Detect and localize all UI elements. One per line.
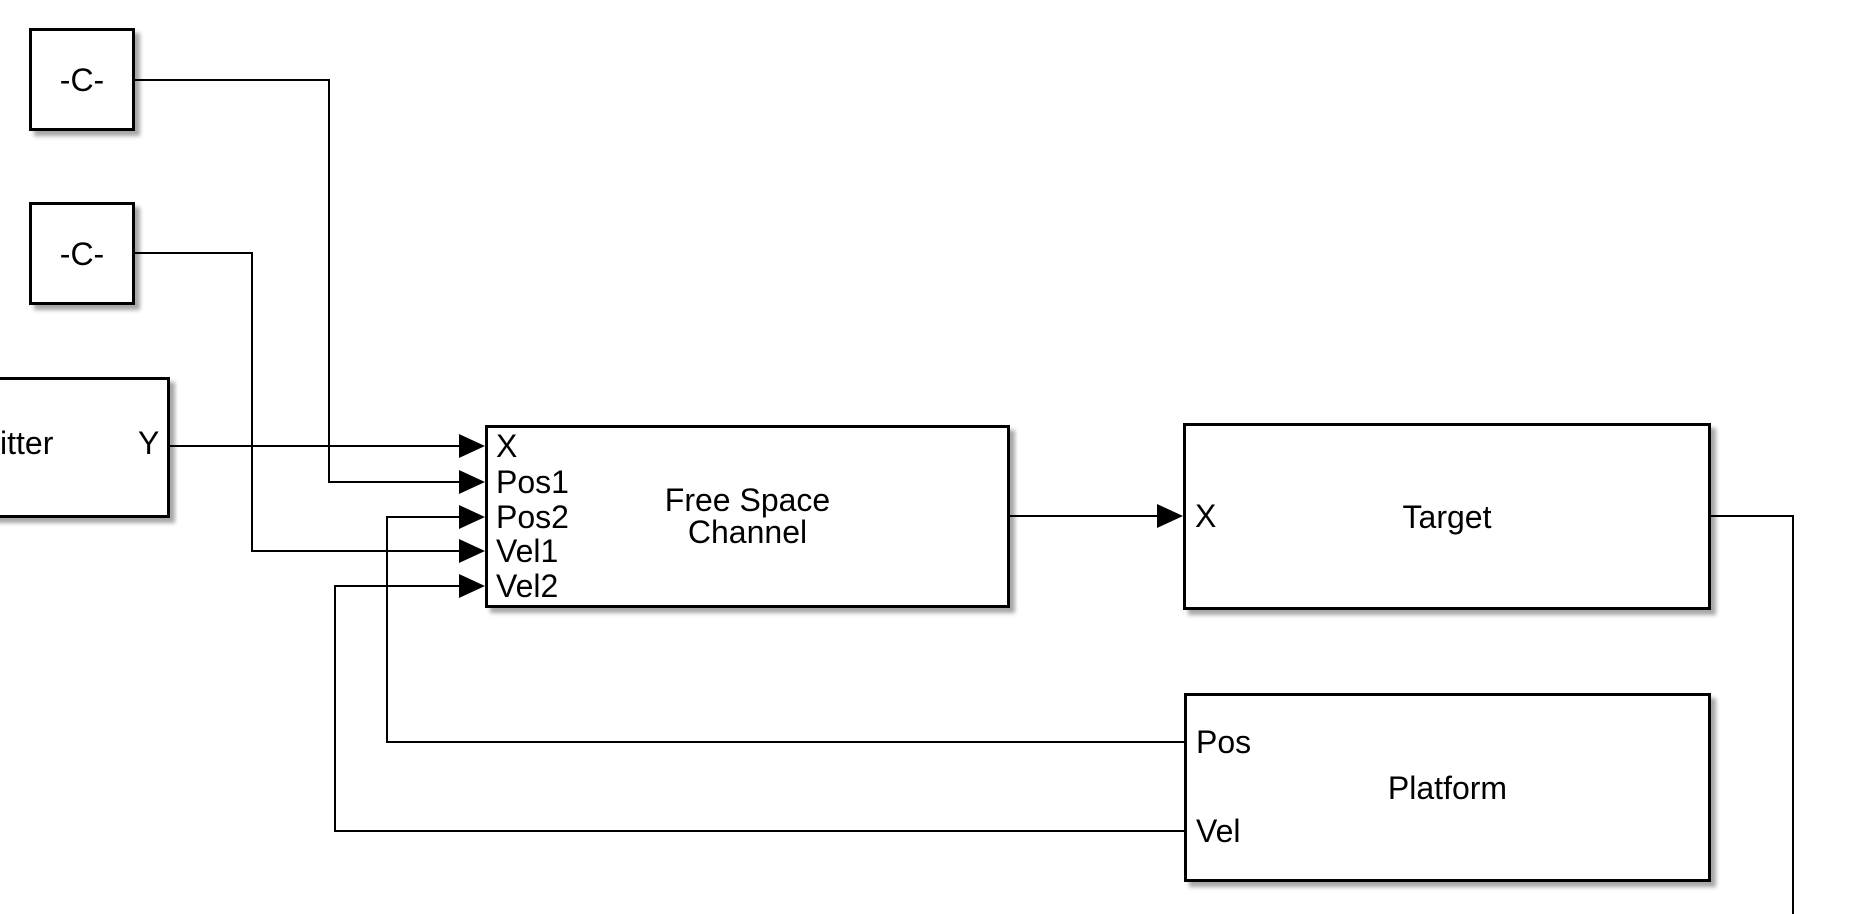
transmitter-port-y-label: Y (138, 425, 160, 461)
fsc-port-vel1-label: Vel1 (496, 533, 559, 569)
wire-constant2-vel1-seg-h1[interactable] (133, 252, 253, 254)
free-space-channel-name-line2: Channel (687, 514, 808, 550)
wire-channel-target-seg-h1[interactable] (1008, 515, 1158, 517)
wire-platform-pos-seg-h1[interactable] (386, 741, 1186, 743)
wire-platform-pos-seg-v1[interactable] (386, 516, 388, 743)
wire-constant1-pos1-seg-h1[interactable] (133, 79, 330, 81)
constant1-label: -C- (59, 61, 105, 98)
platform-block[interactable]: Pos Vel Platform (1184, 693, 1711, 882)
wire-constant1-pos1-seg-v1[interactable] (328, 79, 330, 483)
fsc-port-vel2-label: Vel2 (496, 568, 559, 604)
wire-target-out-seg-h1[interactable] (1709, 515, 1794, 517)
free-space-channel-name-line1: Free Space (664, 482, 831, 518)
free-space-channel-block[interactable]: X Pos1 Pos2 Vel1 Vel2 Free Space Channel (485, 425, 1010, 608)
wire-platform-vel-seg-h2[interactable] (334, 585, 460, 587)
wire-platform-pos-seg-h2[interactable] (386, 516, 460, 518)
wire-transmitter-x-seg-h1[interactable] (167, 445, 460, 447)
platform-port-vel-label: Vel (1196, 813, 1241, 849)
arrowhead-vel2-input (459, 574, 485, 598)
constant2-label: -C- (59, 235, 105, 272)
arrowhead-vel1-input (459, 539, 485, 563)
target-block-name: Target (1402, 498, 1492, 535)
fsc-port-pos2-label: Pos2 (496, 499, 569, 535)
constant1-block[interactable]: -C- (29, 28, 135, 131)
wire-constant1-pos1-seg-h2[interactable] (328, 481, 460, 483)
wire-platform-vel-seg-v1[interactable] (334, 585, 336, 832)
wire-target-out-seg-v1[interactable] (1792, 515, 1794, 914)
fsc-port-pos1-label: Pos1 (496, 464, 569, 500)
free-space-channel-name: Free Space Channel (488, 484, 1007, 548)
fsc-port-x-label: X (496, 428, 518, 464)
target-port-x-label: X (1195, 498, 1217, 534)
arrowhead-target-x-input (1157, 504, 1183, 528)
arrowhead-x-input (459, 434, 485, 458)
transmitter-block-label: itter (0, 425, 54, 461)
wire-platform-vel-seg-h1[interactable] (334, 830, 1186, 832)
constant2-block[interactable]: -C- (29, 202, 135, 305)
target-block[interactable]: X Target (1183, 423, 1711, 610)
wire-constant2-vel1-seg-v1[interactable] (251, 252, 253, 552)
platform-port-pos-label: Pos (1196, 724, 1252, 760)
transmitter-block[interactable]: itter Y (0, 377, 170, 518)
wire-constant2-vel1-seg-h2[interactable] (251, 550, 460, 552)
arrowhead-pos1-input (459, 470, 485, 494)
arrowhead-pos2-input (459, 505, 485, 529)
platform-block-name: Platform (1387, 769, 1508, 806)
